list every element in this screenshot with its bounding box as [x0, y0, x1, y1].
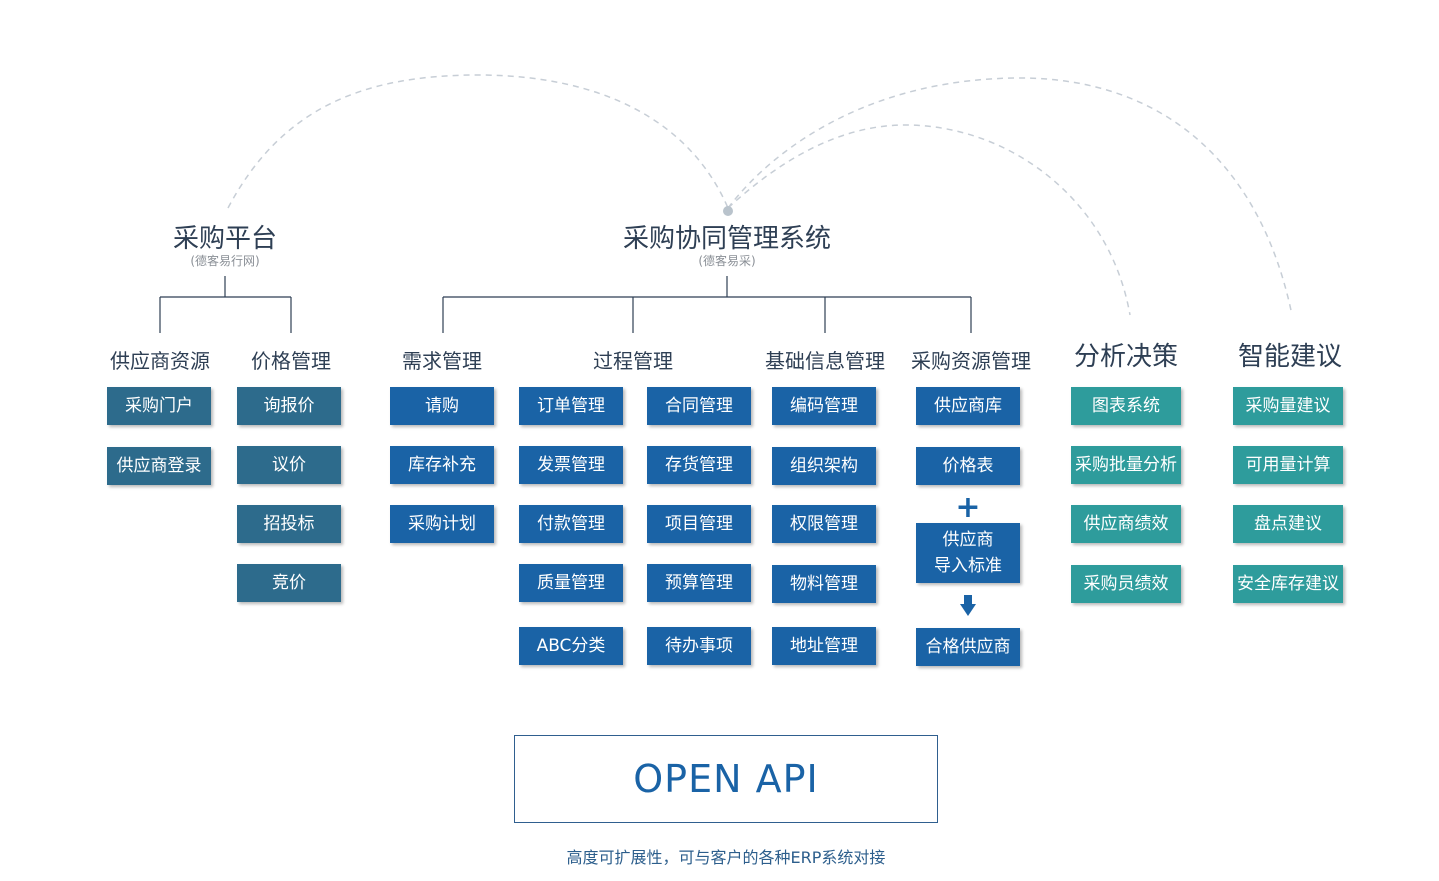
- analysis-title: 分析决策: [1073, 342, 1178, 372]
- item-code-management[interactable]: 编码管理: [772, 387, 876, 425]
- arc-collab-to-smart: [727, 77, 1293, 316]
- group-title-purchasing-resources: 采购资源管理: [911, 349, 1031, 373]
- platform-title: 采购平台: [172, 224, 277, 254]
- group-title-process-management: 过程管理: [593, 349, 673, 373]
- item-supplier-import-standard[interactable]: 供应商 导入标准: [916, 523, 1020, 583]
- arc-hub-dot: [723, 206, 733, 216]
- item-material-management[interactable]: 物料管理: [772, 565, 876, 603]
- group-title-basic-info-management: 基础信息管理: [765, 349, 885, 373]
- item-supplier-login[interactable]: 供应商登录: [107, 447, 211, 485]
- item-stock-replenish[interactable]: 库存补充: [390, 446, 494, 484]
- item-supplier-library[interactable]: 供应商库: [916, 387, 1020, 425]
- open-api-note: 高度可扩展性，可与客户的各种ERP系统对接: [566, 848, 886, 867]
- item-bidding[interactable]: 招投标: [237, 505, 341, 543]
- item-abc-classification[interactable]: ABC分类: [519, 627, 623, 665]
- group-title-demand-management: 需求管理: [402, 349, 482, 373]
- item-permission-management[interactable]: 权限管理: [772, 505, 876, 543]
- group-title-price-management: 价格管理: [251, 349, 331, 373]
- item-invoice-management[interactable]: 发票管理: [519, 446, 623, 484]
- item-chart-system[interactable]: 图表系统: [1071, 387, 1181, 425]
- collab-subtitle: (德客易采): [698, 254, 756, 268]
- item-supplier-performance[interactable]: 供应商绩效: [1071, 505, 1181, 543]
- item-inventory-management[interactable]: 存货管理: [647, 446, 751, 484]
- item-requisition[interactable]: 请购: [390, 387, 494, 425]
- item-auction[interactable]: 竞价: [237, 564, 341, 602]
- platform-subtitle: (德客易行网): [190, 254, 260, 268]
- item-budget-management[interactable]: 预算管理: [647, 564, 751, 602]
- item-quality-management[interactable]: 质量管理: [519, 564, 623, 602]
- arc-platform-to-collab: [227, 74, 729, 209]
- open-api-label: OPEN API: [633, 757, 819, 801]
- item-todo-items[interactable]: 待办事项: [647, 627, 751, 665]
- item-safety-stock-suggestion[interactable]: 安全库存建议: [1233, 565, 1343, 603]
- item-purchase-portal[interactable]: 采购门户: [107, 387, 211, 425]
- item-org-structure[interactable]: 组织架构: [772, 447, 876, 485]
- item-price-list[interactable]: 价格表: [916, 447, 1020, 485]
- group-title-supplier-resources: 供应商资源: [110, 349, 210, 373]
- item-contract-management[interactable]: 合同管理: [647, 387, 751, 425]
- collab-title: 采购协同管理系统: [622, 224, 831, 254]
- down-arrow-icon: [960, 595, 976, 616]
- item-order-management[interactable]: 订单管理: [519, 387, 623, 425]
- item-stocktake-suggestion[interactable]: 盘点建议: [1233, 505, 1343, 543]
- item-batch-analysis[interactable]: 采购批量分析: [1071, 446, 1181, 484]
- item-qualified-supplier[interactable]: 合格供应商: [916, 628, 1020, 666]
- item-available-qty-calc[interactable]: 可用量计算: [1233, 446, 1343, 484]
- supplier-import-standard-label: 供应商 导入标准: [934, 530, 1002, 576]
- open-api-box: OPEN API: [514, 735, 938, 823]
- item-buyer-performance[interactable]: 采购员绩效: [1071, 565, 1181, 603]
- item-purchase-plan[interactable]: 采购计划: [390, 505, 494, 543]
- item-purchase-qty-suggestion[interactable]: 采购量建议: [1233, 387, 1343, 425]
- item-inquiry-quote[interactable]: 询报价: [237, 387, 341, 425]
- smart-title: 智能建议: [1237, 342, 1342, 372]
- item-negotiation[interactable]: 议价: [237, 446, 341, 484]
- item-payment-management[interactable]: 付款管理: [519, 505, 623, 543]
- plus-icon: +: [955, 490, 981, 525]
- item-address-management[interactable]: 地址管理: [772, 627, 876, 665]
- item-project-management[interactable]: 项目管理: [647, 505, 751, 543]
